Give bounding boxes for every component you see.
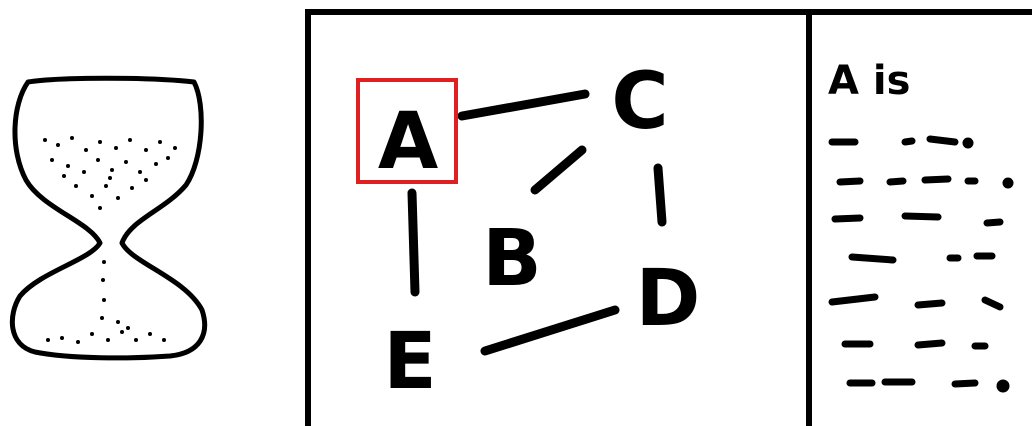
scribble-line — [905, 216, 938, 217]
scribble-dot — [1000, 383, 1006, 389]
scribble-line — [905, 141, 912, 142]
notes-lines — [832, 139, 1010, 389]
scribble-line — [930, 139, 955, 142]
edge-e-d — [485, 310, 615, 351]
node-d[interactable]: D — [636, 254, 701, 344]
hourglass-sand — [43, 136, 177, 344]
node-e[interactable]: E — [383, 317, 436, 407]
scribble-line — [918, 343, 942, 345]
node-c[interactable]: C — [611, 57, 668, 147]
scribble-line — [985, 300, 1000, 307]
edge-c-d — [658, 168, 662, 222]
scribble-dot — [1006, 181, 1010, 185]
edge-b-c — [535, 150, 582, 190]
scribble-dot — [966, 141, 970, 145]
scribble-line — [987, 222, 1000, 223]
scribble-line — [918, 303, 942, 305]
scribble-line — [890, 181, 903, 182]
edge-a-c — [462, 94, 585, 116]
edge-a-e — [412, 193, 415, 292]
node-b[interactable]: B — [482, 214, 541, 304]
scribble-line — [832, 297, 875, 302]
scribble-line — [852, 257, 893, 260]
scribble-line — [925, 179, 948, 180]
node-a[interactable]: A — [378, 97, 438, 187]
scribble-line — [955, 383, 975, 384]
hourglass-icon — [12, 78, 204, 358]
scribble-line — [835, 218, 860, 219]
notes-heading: A is — [828, 58, 910, 104]
graph-nodes: ABC D E — [378, 57, 701, 407]
scribble-line — [840, 181, 860, 182]
